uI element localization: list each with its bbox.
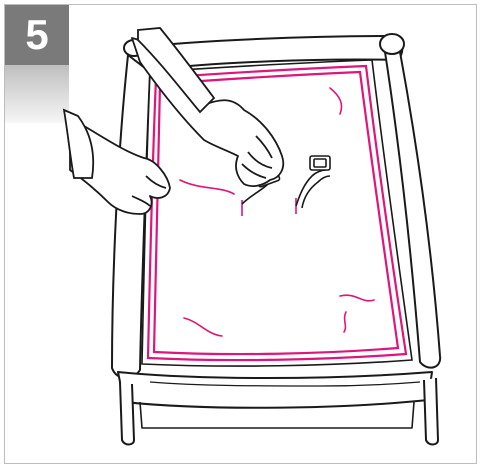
sleeve: [64, 110, 93, 178]
